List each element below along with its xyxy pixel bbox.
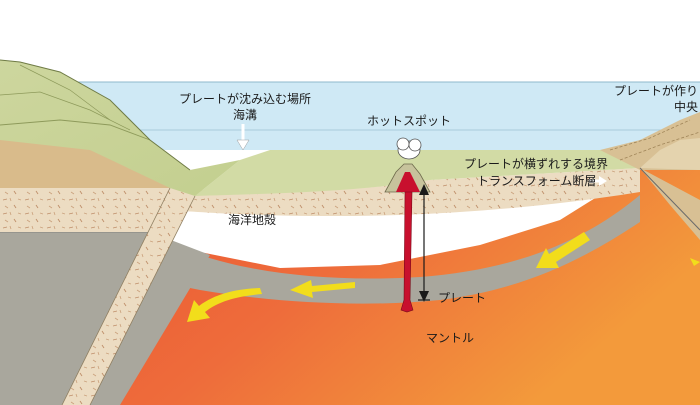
mantle-flow-arrows: [187, 232, 700, 322]
mid-ocean-ridge-cleft: [640, 168, 700, 240]
magma-plume: [400, 191, 414, 313]
ocean: [0, 82, 700, 150]
flow-arrow-left: [187, 288, 262, 322]
plate-thickness-arrow: [418, 184, 430, 302]
flow-arrow-right: [536, 232, 590, 268]
flow-arrow-edge: [690, 258, 700, 266]
ridge-label-bottom: 中央: [674, 100, 699, 114]
plate-label: プレート: [438, 291, 487, 305]
continent-tan-layer: [0, 140, 170, 188]
flow-arrow-middle: [290, 280, 355, 298]
mantle-label: マントル: [426, 331, 475, 345]
transform-boundary-label: プレートが横ずれする境界: [464, 157, 609, 171]
subduction-zone-label: プレートが沈み込む場所: [178, 92, 311, 106]
trench-arrow: [236, 124, 250, 151]
transform-fault-label: トランスフォーム断層: [477, 174, 597, 188]
oceanic-crust-label: 海洋地殻: [228, 213, 277, 227]
trench-label: 海溝: [232, 108, 257, 122]
seafloor-sediment: [195, 150, 700, 196]
ridge-label-top: プレートが作り: [614, 84, 699, 98]
transform-arrow: [589, 176, 607, 186]
hotspot-label: ホットスポット: [367, 114, 452, 128]
